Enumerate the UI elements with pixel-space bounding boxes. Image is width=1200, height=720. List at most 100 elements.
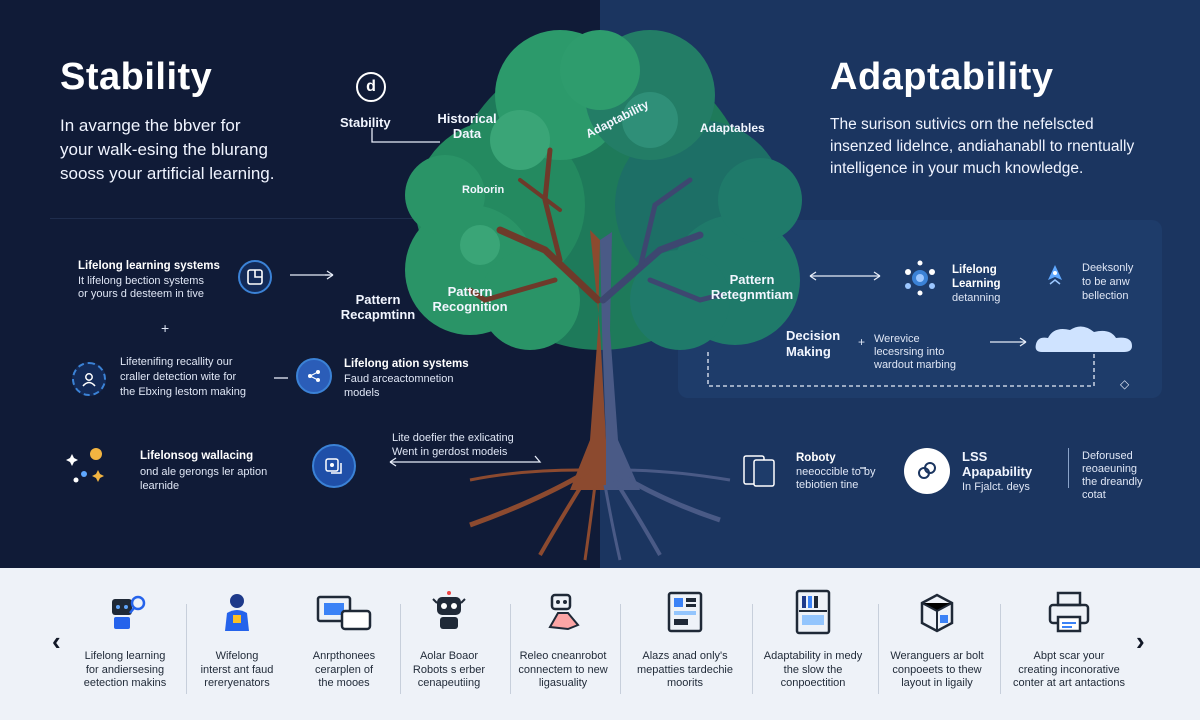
caption-line: the slow the (783, 663, 843, 676)
chat-icon[interactable] (312, 444, 356, 488)
pattern-line: Retegnmtiam (710, 287, 794, 302)
caption-line: moorits (666, 677, 704, 689)
divider (1068, 448, 1069, 488)
apapability-label: Apapability (962, 464, 1033, 479)
carousel-card[interactable]: Releo cneanrobot connectem to new ligasu… (504, 582, 622, 712)
pattern-recognition-trunk-label: Pattern Recapmtinn (338, 292, 418, 322)
connector-lines (274, 128, 1095, 469)
wallacing-line: learnide (140, 480, 180, 492)
card-caption: Releo cneanrobot connectem to new ligasu… (504, 650, 622, 691)
decision-note-line: lecesrsing into (874, 346, 945, 358)
stability-card (50, 218, 570, 548)
caption-line: the mooes (318, 677, 370, 689)
carousel-card[interactable]: Aolar Boaor Robots s erber cenapeutiing (390, 582, 508, 712)
ation-systems-title: Lifelong ation systems (344, 358, 469, 370)
sparkle-icon (60, 444, 106, 490)
wallacing-title: Lifelonsog wallacing (140, 450, 254, 462)
decision-note-line: Werevice (874, 333, 920, 345)
mid-note-line: Went in gerdost modeis (392, 446, 508, 458)
decision-label: Decision (786, 328, 841, 343)
roots (469, 467, 731, 561)
printer-icon (1044, 582, 1094, 642)
making-label: Making (786, 344, 831, 359)
robot-hand-icon (538, 582, 588, 642)
caption-line: connectem to new (518, 663, 608, 676)
card-caption: Lifelong learning for andiersesing eetec… (66, 650, 184, 691)
deforused-line: cotat (1082, 489, 1106, 501)
deforused-line: reoaeuning (1082, 463, 1138, 475)
lss-label: LSS (962, 449, 988, 464)
adaptables-label: Adaptables (700, 121, 765, 135)
carousel-prev-button[interactable]: ‹ (52, 626, 61, 656)
caption-line: Aolar Boaor (419, 650, 479, 662)
carousel-card[interactable]: Abpt scar your creating inconorative con… (1010, 582, 1128, 712)
network-icon[interactable] (296, 358, 332, 394)
caption-line: for andiersesing (85, 663, 165, 676)
carousel-card[interactable]: Anrpthonees cerarplen of the mooes (285, 582, 403, 712)
caption-line: ligasuality (538, 677, 588, 689)
caption-line: Releo cneanrobot (519, 650, 607, 662)
person-icon[interactable] (72, 362, 106, 396)
caption-line: Weranguers ar bolt (890, 650, 984, 662)
adaptability-title: Adaptability (830, 56, 1054, 98)
carousel-card[interactable]: Alazs anad only's mepatties tardechie mo… (626, 582, 744, 712)
infographic-stage: Stability In avarnge the bbver for your … (50, 0, 1200, 568)
learning-label: Learning (952, 278, 1001, 290)
deforused-line: the dreandly (1082, 476, 1143, 488)
caption-line: creating inconorative (1018, 663, 1120, 676)
lss-subtitle: In Fjalct. deys (962, 481, 1030, 493)
lifelong-systems-title: Lifelong learning systems (78, 260, 220, 272)
card-divider (752, 604, 753, 694)
card-divider (186, 604, 187, 694)
stability-desc-line: your walk-esing the blurang (60, 140, 268, 159)
side-note-line: to be anw (1082, 276, 1130, 288)
document-icon (740, 450, 780, 490)
recallity-line: Lifetenifing recallity our (120, 356, 233, 368)
stability-description: In avarnge the bbver for your walk-esing… (60, 114, 274, 186)
box-icon (912, 582, 962, 642)
stability-desc-line: In avarnge the bbver for (60, 116, 241, 135)
card-caption: Weranguers ar bolt conpoeets to thew lay… (878, 650, 996, 691)
carousel-card[interactable]: Lifelong learning for andiersesing eetec… (66, 582, 184, 712)
link-icon[interactable] (904, 448, 950, 494)
pattern-line: Recognition (432, 299, 508, 314)
caption-line: Alazs anad only's (642, 650, 728, 662)
carousel-card[interactable]: Weranguers ar bolt conpoeets to thew lay… (878, 582, 996, 712)
bookshelf-icon (791, 582, 835, 642)
grid-icon[interactable] (238, 260, 272, 294)
small-robot-icon (427, 582, 471, 642)
roborin-label: Roborin (462, 184, 505, 196)
carousel-card[interactable]: Wifelong interst ant faud rereryenators (178, 582, 296, 712)
adaptability-desc-line: insenzed lidelnce, andiahanabll to rnent… (830, 138, 1135, 155)
caption-line: Lifelong learning (84, 650, 166, 662)
caption-line: eetection makins (83, 677, 167, 689)
ation-systems-line: models (344, 387, 380, 399)
carousel-card[interactable]: Adaptability in medy the slow the conpoe… (754, 582, 872, 712)
card-caption: Anrpthonees cerarplen of the mooes (285, 650, 403, 691)
rocket-icon (1040, 262, 1070, 292)
caption-line: Robots s erber (412, 663, 486, 676)
caption-line: layout in ligaily (901, 677, 973, 689)
side-note-line: Deeksonly (1082, 262, 1134, 274)
roboty-title: Roboty (796, 452, 836, 464)
caption-line: conpoeets to thew (892, 663, 982, 676)
d-badge-icon: d (356, 72, 386, 102)
stability-tag: Stability (340, 115, 391, 130)
card-caption: Alazs anad only's mepatties tardechie mo… (626, 650, 744, 691)
plus-icon: + (161, 320, 170, 336)
cluster-icon (900, 258, 940, 298)
plus-icon: + (858, 335, 866, 349)
detanning-label: detanning (952, 292, 1001, 304)
caption-line: conpoectition (780, 677, 846, 689)
adaptability-description: The surison sutivics orn the nefelscted … (830, 114, 1134, 180)
lifelong-systems-line: It lifelong bection systems (78, 275, 204, 287)
carousel-next-button[interactable]: › (1136, 626, 1145, 656)
mid-note-line: Lite doefier the exlicating (392, 432, 514, 444)
dashboard-icon (663, 582, 707, 642)
card-caption: Wifelong interst ant faud rereryenators (178, 650, 296, 691)
caption-line: cenapeutiing (417, 677, 481, 689)
robot-magnifier-icon (100, 582, 150, 642)
stability-desc-line: sooss your artificial learning. (60, 164, 275, 183)
diamond-icon: ◇ (1120, 377, 1130, 391)
recallity-line: craller detection wite for (120, 371, 237, 383)
